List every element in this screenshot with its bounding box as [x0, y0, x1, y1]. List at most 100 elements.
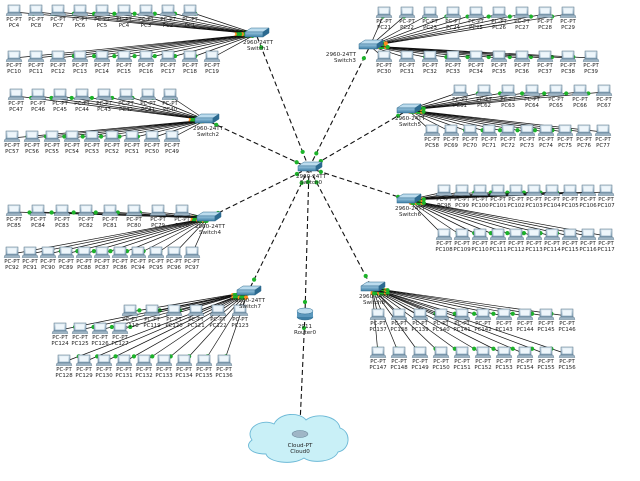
pc-pc24[interactable]: PC-PTPC24 [444, 6, 461, 31]
pc-pc126[interactable]: PC-PTPC126 [91, 322, 109, 347]
pc-pc122[interactable]: PC-PTPC122 [209, 304, 227, 329]
pc-pc110[interactable]: PC-PTPC110 [471, 228, 489, 253]
pc-pc73[interactable]: PC-PTPC73 [518, 124, 535, 149]
pc-pc35[interactable]: PC-PTPC35 [490, 50, 507, 75]
pc-pc98[interactable]: PC-PTPC98 [435, 184, 452, 209]
pc-pc148[interactable]: PC-PTPC148 [390, 346, 408, 371]
pc-pc149[interactable]: PC-PTPC149 [411, 346, 429, 371]
pc-pc120[interactable]: PC-PTPC120 [165, 304, 183, 329]
pc-pc104[interactable]: PC-PTPC104 [543, 184, 561, 209]
pc-pc62[interactable]: PC-PTPC62 [475, 84, 492, 109]
pc-pc53[interactable]: PC-PTPC53 [83, 130, 100, 155]
pc-pc22[interactable]: PC-PTPC22 [398, 6, 415, 31]
pc-pc146[interactable]: PC-PTPC146 [558, 308, 576, 333]
pc-pc67[interactable]: PC-PTPC67 [595, 84, 612, 109]
pc-pc137[interactable]: PC-PTPC137 [369, 308, 387, 333]
pc-pc44[interactable]: PC-PTPC44 [73, 88, 90, 113]
pc-pc43[interactable]: PC-PTPC43 [95, 88, 112, 113]
pc-pc12[interactable]: PC-PTPC12 [49, 50, 66, 75]
pc-pc29[interactable]: PC-PTPC29 [559, 6, 576, 31]
pc-pc45[interactable]: PC-PTPC45 [51, 88, 68, 113]
switch-switch6[interactable]: 2960-24TTSwitch6 [395, 193, 426, 218]
pc-pc121[interactable]: PC-PTPC121 [187, 304, 205, 329]
switch-switch4[interactable]: 2960-24TTSwitch4 [195, 211, 226, 236]
pc-pc32[interactable]: PC-PTPC32 [421, 50, 438, 75]
pc-pc140[interactable]: PC-PTPC140 [432, 308, 450, 333]
pc-pc2[interactable]: PC-PTPC2 [159, 4, 176, 29]
pc-pc51[interactable]: PC-PTPC51 [123, 130, 140, 155]
pc-pc100[interactable]: PC-PTPC100 [471, 184, 489, 209]
pc-pc128[interactable]: PC-PTPC128 [55, 354, 73, 379]
pc-pc142[interactable]: PC-PTPC142 [474, 308, 492, 333]
pc-pc144[interactable]: PC-PTPC144 [516, 308, 534, 333]
switch-switch0[interactable]: 2960-24TTSwitch0 [296, 161, 327, 186]
pc-pc152[interactable]: PC-PTPC152 [474, 346, 492, 371]
pc-pc41[interactable]: PC-PTPC41 [139, 88, 156, 113]
pc-pc127[interactable]: PC-PTPC127 [111, 322, 129, 347]
pc-pc84[interactable]: PC-PTPC84 [29, 204, 46, 229]
pc-pc111[interactable]: PC-PTPC111 [489, 228, 507, 253]
pc-pc69[interactable]: PC-PTPC69 [442, 124, 459, 149]
pc-pc87[interactable]: PC-PTPC87 [93, 246, 110, 271]
pc-pc99[interactable]: PC-PTPC99 [453, 184, 470, 209]
pc-pc75[interactable]: PC-PTPC75 [556, 124, 573, 149]
pc-pc10[interactable]: PC-PTPC10 [5, 50, 22, 75]
pc-pc47[interactable]: PC-PTPC47 [7, 88, 24, 113]
cloud-cloud0[interactable]: Cloud-PTCloud0 [248, 414, 349, 463]
pc-pc112[interactable]: PC-PTPC112 [507, 228, 525, 253]
pc-pc70[interactable]: PC-PTPC70 [461, 124, 478, 149]
pc-pc136[interactable]: PC-PTPC136 [215, 354, 233, 379]
pc-pc94[interactable]: PC-PTPC94 [129, 246, 146, 271]
pc-pc108[interactable]: PC-PTPC108 [435, 228, 453, 253]
pc-pc147[interactable]: PC-PTPC147 [369, 346, 387, 371]
pc-pc18[interactable]: PC-PTPC18 [181, 50, 198, 75]
pc-pc81[interactable]: PC-PTPC81 [101, 204, 118, 229]
pc-pc8[interactable]: PC-PTPC8 [27, 4, 44, 29]
pc-pc17[interactable]: PC-PTPC17 [159, 50, 176, 75]
pc-pc55[interactable]: PC-PTPC55 [43, 130, 60, 155]
pc-pc52[interactable]: PC-PTPC52 [103, 130, 120, 155]
pc-pc151[interactable]: PC-PTPC151 [453, 346, 471, 371]
pc-pc78[interactable]: PC-PTPC78 [173, 204, 190, 229]
pc-pc15[interactable]: PC-PTPC15 [115, 50, 132, 75]
pc-pc115[interactable]: PC-PTPC115 [561, 228, 579, 253]
pc-pc13[interactable]: PC-PTPC13 [71, 50, 88, 75]
pc-pc97[interactable]: PC-PTPC97 [183, 246, 200, 271]
pc-pc40[interactable]: PC-PTPC40 [161, 88, 178, 113]
pc-pc4[interactable]: PC-PTPC4 [5, 4, 22, 29]
pc-pc77[interactable]: PC-PTPC77 [594, 124, 611, 149]
pc-pc141[interactable]: PC-PTPC141 [453, 308, 471, 333]
pc-pc54[interactable]: PC-PTPC54 [63, 130, 80, 155]
pc-pc132[interactable]: PC-PTPC132 [135, 354, 153, 379]
pc-pc91[interactable]: PC-PTPC91 [21, 246, 38, 271]
pc-pc130[interactable]: PC-PTPC130 [95, 354, 113, 379]
pc-pc46[interactable]: PC-PTPC46 [29, 88, 46, 113]
pc-pc5[interactable]: PC-PTPC5 [93, 4, 110, 29]
pc-pc61[interactable]: PC-PTPC61 [451, 84, 468, 109]
pc-pc116[interactable]: PC-PTPC116 [579, 228, 597, 253]
pc-pc30[interactable]: PC-PTPC30 [375, 50, 392, 75]
pc-pc138[interactable]: PC-PTPC138 [390, 308, 408, 333]
switch-switch5[interactable]: 2960-24TTSwitch5 [395, 103, 426, 128]
switch-switch3[interactable]: 2960-24TTSwitch3 [326, 39, 384, 64]
pc-pc95[interactable]: PC-PTPC95 [147, 246, 164, 271]
pc-pc3[interactable]: PC-PTPC3 [137, 4, 154, 29]
pc-pc11[interactable]: PC-PTPC11 [27, 50, 44, 75]
pc-pc113[interactable]: PC-PTPC113 [525, 228, 543, 253]
pc-pc90[interactable]: PC-PTPC90 [39, 246, 56, 271]
pc-pc39[interactable]: PC-PTPC39 [582, 50, 599, 75]
pc-pc71[interactable]: PC-PTPC71 [480, 124, 497, 149]
pc-pc4[interactable]: PC-PTPC4 [115, 4, 132, 29]
pc-pc155[interactable]: PC-PTPC155 [537, 346, 555, 371]
pc-pc37[interactable]: PC-PTPC37 [536, 50, 553, 75]
pc-pc105[interactable]: PC-PTPC105 [561, 184, 579, 209]
pc-pc19[interactable]: PC-PTPC19 [203, 50, 220, 75]
router-router0[interactable]: 2911Router0 [294, 307, 317, 336]
pc-pc14[interactable]: PC-PTPC14 [93, 50, 110, 75]
pc-pc143[interactable]: PC-PTPC143 [495, 308, 513, 333]
pc-pc145[interactable]: PC-PTPC145 [537, 308, 555, 333]
pc-pc133[interactable]: PC-PTPC133 [155, 354, 173, 379]
pc-pc153[interactable]: PC-PTPC153 [495, 346, 513, 371]
